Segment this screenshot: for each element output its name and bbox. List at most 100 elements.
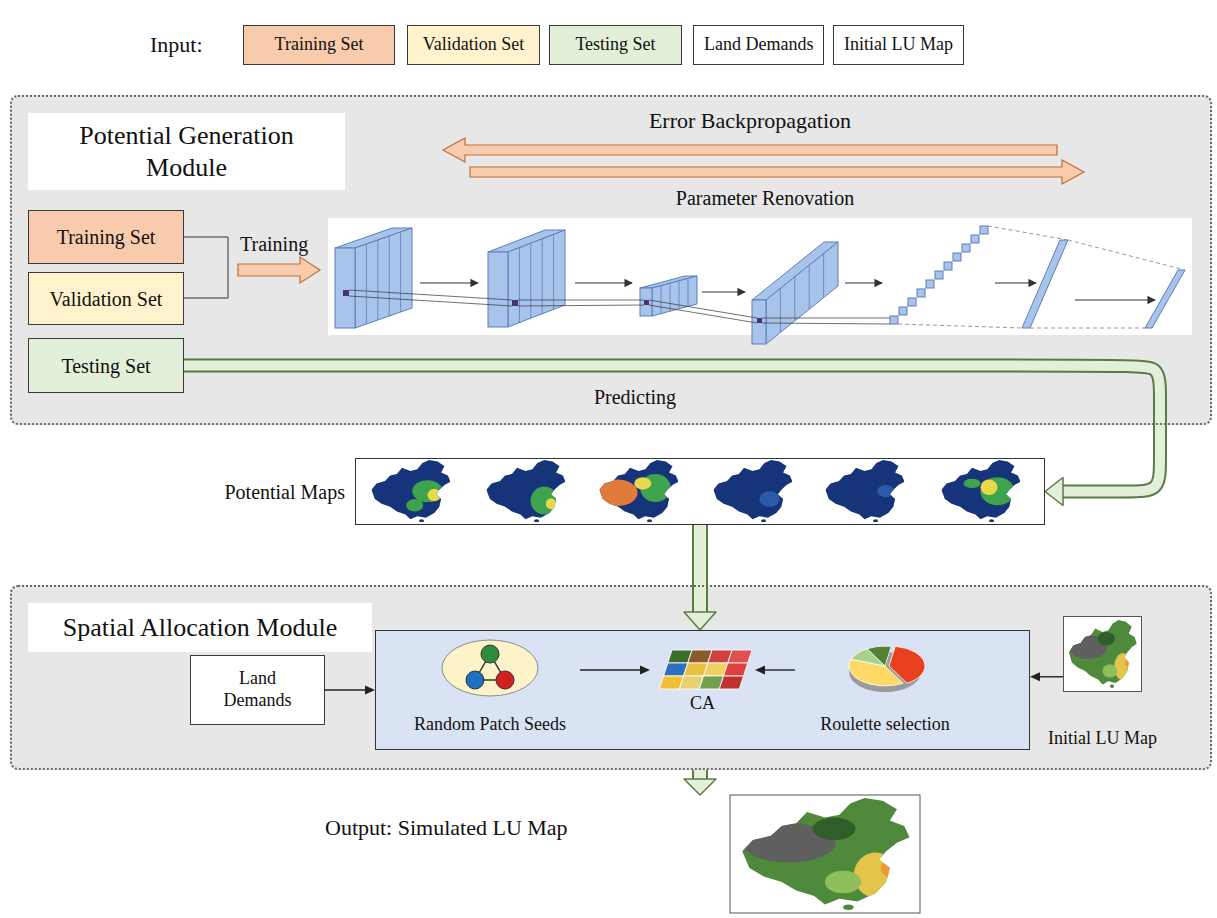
cnn-figure	[377, 240, 378, 320]
arrow-label: Parameter Renovation	[676, 187, 854, 209]
ca-grid	[724, 663, 748, 676]
cnn-figure	[644, 300, 649, 305]
dataset-label: Validation Set	[50, 287, 163, 311]
arrow-line	[580, 669, 641, 670]
module-title: Potential Generation Module	[28, 113, 345, 190]
output-label: Output: Simulated LU Map	[325, 795, 568, 841]
initial-map: Initial LU Map	[1040, 616, 1165, 750]
cnn-figure	[890, 316, 898, 324]
land-use-map	[881, 860, 895, 877]
potential-map-images	[428, 489, 442, 501]
cnn-figure	[335, 226, 1185, 344]
input-box: Training Set	[243, 25, 395, 65]
potential-map-images	[710, 460, 795, 522]
potential-map-images	[710, 460, 795, 522]
arrow-line	[764, 669, 795, 670]
patch-seed-icon	[442, 640, 538, 696]
cnn-figure	[420, 282, 478, 283]
module-panel-fill	[10, 95, 1212, 770]
land-use-map	[730, 795, 920, 913]
arrow-head	[755, 666, 765, 675]
dataset-box: Testing Set	[28, 338, 184, 393]
potential-map-images	[938, 460, 1023, 522]
potential-map-images	[822, 460, 907, 522]
potential-map-images	[634, 477, 651, 489]
input-box: Initial LU Map	[833, 25, 964, 65]
potential-map-images	[597, 480, 638, 507]
orange-arrow	[443, 138, 1057, 162]
input-label: Validation Set	[423, 34, 525, 56]
maps-label: Potential Maps	[224, 480, 345, 504]
edge-label-slot: Predicting	[594, 385, 676, 409]
cnn-figure	[762, 318, 890, 319]
potential-map-images	[596, 460, 681, 522]
cnn-figure	[508, 230, 565, 327]
input-box: Testing Set	[549, 25, 682, 65]
bracket-line	[184, 237, 228, 298]
cnn-figure	[971, 235, 979, 243]
potential-map-images	[981, 477, 1015, 505]
land-use-map	[1066, 620, 1139, 688]
potential-map-images	[822, 460, 907, 522]
allocation-box-fill	[375, 630, 1030, 750]
module-panel-fill	[10, 585, 1212, 770]
patch-seed-icon	[442, 640, 538, 696]
cnn-figure	[343, 290, 762, 323]
patch-seed-icon	[466, 671, 484, 689]
input-label: Land Demands	[704, 34, 813, 56]
cnn-figure	[1022, 240, 1068, 328]
ca-node: CA	[650, 645, 755, 719]
flow-arrow	[580, 666, 650, 675]
cnn-figure	[349, 290, 512, 300]
land-use-map	[735, 798, 915, 910]
potential-map-images	[877, 485, 894, 497]
module-title: Spatial Allocation Module	[28, 603, 372, 652]
potential-map-images	[483, 460, 568, 522]
input-box: Validation Set	[407, 25, 540, 65]
potential-map-images	[938, 460, 1023, 522]
arrow-head	[684, 612, 716, 630]
icon-label: Random Patch Seeds	[414, 714, 566, 736]
cnn-figure	[355, 228, 412, 328]
cnn-figure	[935, 271, 943, 279]
cnn-figure	[518, 305, 644, 306]
input-label: Testing Set	[575, 34, 655, 56]
input-label: Initial LU Map	[844, 34, 953, 56]
demand-box: Land Demands	[190, 655, 325, 725]
potential-map-images	[759, 491, 779, 507]
cnn-figure	[757, 318, 762, 323]
icon-label: CA	[690, 693, 715, 715]
dataset-box: Training Set	[28, 210, 184, 264]
roulette-node: Roulette selection	[795, 636, 975, 740]
land-use-map	[730, 616, 1142, 913]
cnn-figure	[553, 234, 554, 309]
arrow-head	[1030, 672, 1040, 681]
image-frame	[730, 795, 920, 913]
cnn-figure	[575, 282, 632, 283]
cnn-figure	[794, 277, 795, 321]
image-frame	[355, 458, 1045, 525]
cnn-figure	[702, 291, 745, 292]
arrow-head	[640, 666, 650, 675]
arrow-head	[365, 686, 375, 695]
cnn-figure	[366, 244, 367, 324]
module-panel: Potential Generation ModuleTraining SetV…	[10, 95, 1212, 425]
land-use-map	[812, 818, 855, 840]
patch-seed-icon	[481, 645, 499, 663]
flow-arrow	[684, 770, 716, 795]
output-map: Output: Simulated LU Map	[325, 795, 920, 913]
label-slot: Parameter Renovation	[676, 186, 854, 210]
cnn-figure	[1030, 328, 1145, 329]
edge-label: Predicting	[594, 386, 676, 408]
roulette-pie	[867, 646, 891, 666]
image-frame	[1063, 616, 1142, 692]
potential-map-images	[981, 480, 998, 496]
cnn-figure	[917, 289, 925, 297]
cnn-figure	[366, 232, 823, 332]
cnn-figure	[944, 262, 952, 270]
flow-arrow	[684, 525, 716, 630]
cnn-figure	[908, 298, 916, 306]
potential-map-images	[406, 499, 423, 511]
arrow-label: Training	[240, 233, 308, 255]
